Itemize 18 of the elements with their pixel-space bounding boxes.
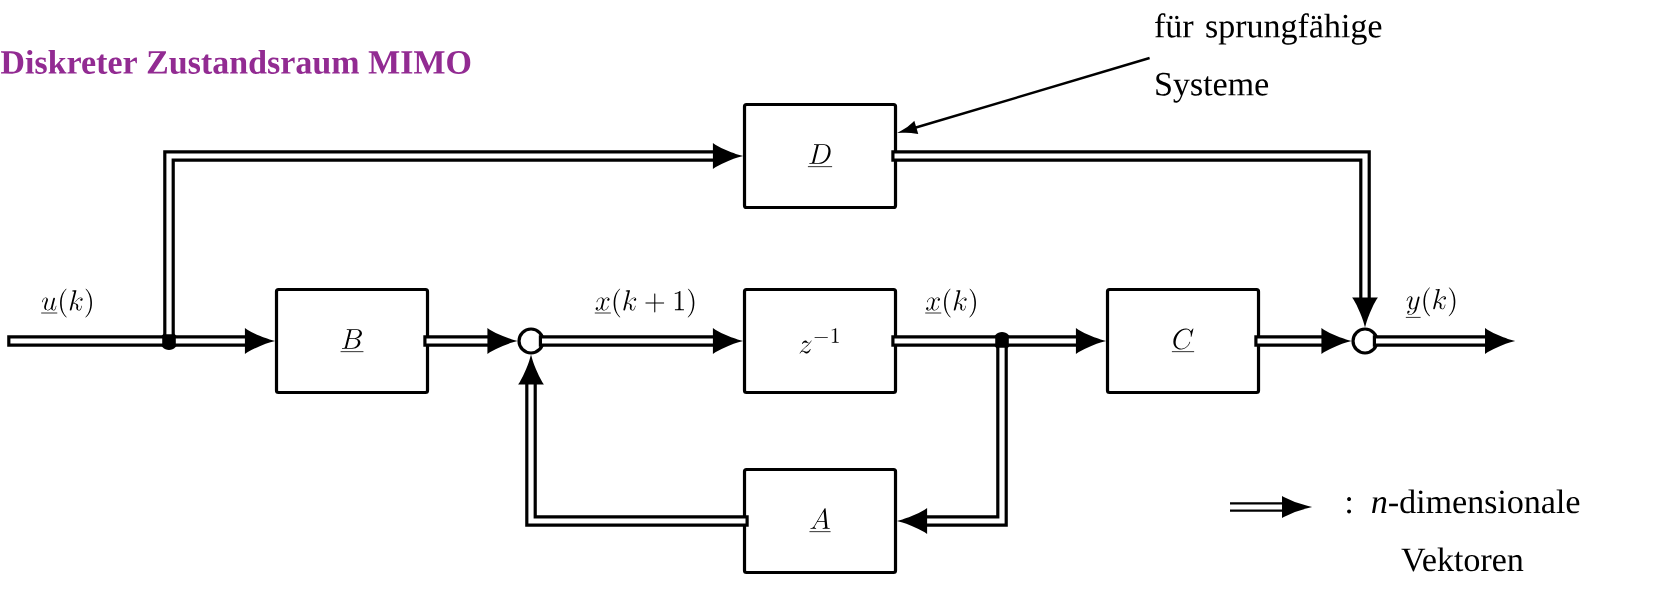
signal-label: $\underline{u}(k)$: [39, 286, 97, 320]
signal-arrow: [1254, 329, 1348, 353]
block-box: $\underline{C}$: [1105, 287, 1261, 395]
leader-arrow: [900, 56, 1150, 134]
title: Diskreter Zustandsraum MIMO: [1, 50, 471, 74]
summing-circle: [517, 327, 545, 355]
summing-circle: [1351, 327, 1379, 355]
block-box: $\underline{D}$: [742, 102, 898, 210]
signal-label: $\underline{x}(k)$: [923, 286, 981, 320]
signal-arrow: [891, 150, 1377, 324]
block-box: $\underline{B}$: [274, 287, 430, 395]
signal-label: $\underline{x}(k+1)$: [592, 286, 700, 320]
block-box: $z^{-1}$: [742, 287, 898, 395]
block-box: $\underline{A}$: [742, 467, 898, 575]
annotation-text: für sprungfähige Systeme: [1155, 13, 1382, 103]
legend-text: : n-dimensionale Vektoren: [1347, 489, 1580, 572]
signal-arrow: [423, 329, 514, 353]
signal-label: $\underline{y}(k)$: [1403, 285, 1461, 321]
